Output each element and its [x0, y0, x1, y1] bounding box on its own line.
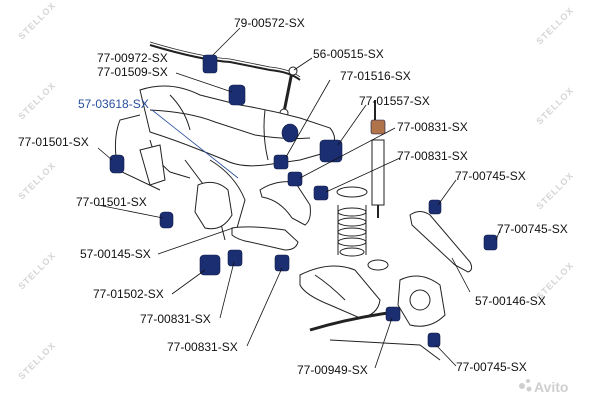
bushing-77-01501-low: [159, 211, 174, 229]
marketplace-mark: Avito: [519, 379, 568, 395]
bushing-77-00831-b: [313, 185, 329, 201]
bushing-77-00949: [385, 306, 401, 322]
part-label: 77-00831-SX: [397, 149, 468, 163]
part-label: 57-00145-SX: [80, 247, 151, 261]
part-label: 77-01502-SX: [93, 287, 164, 301]
watermark-right: STELLOX STELLOX STELLOX STELLOX: [534, 5, 575, 301]
bushing-77-00831-a: [287, 171, 303, 187]
stabilizer-bar: [149, 44, 301, 81]
bushing-77-01501-top: [109, 154, 125, 174]
bushing-77-01516: [273, 154, 289, 170]
trailing-arm: [409, 211, 473, 273]
watermark-text: STELLOX: [16, 340, 57, 381]
part-label: 77-01516-SX: [340, 69, 411, 83]
part-label: 56-00515-SX: [313, 47, 384, 61]
part-label: 77-00972-SX: [97, 51, 168, 65]
part-label: 77-00831-SX: [397, 120, 468, 134]
coil-spring: [336, 186, 368, 257]
lower-wishbone: [299, 265, 381, 319]
watermark-text: STELLOX: [16, 0, 57, 41]
part-label: 77-00949-SX: [297, 363, 368, 377]
watermark-text: STELLOX: [534, 170, 575, 211]
wheel-knuckle: [397, 275, 446, 327]
bushing-77-00745-c: [427, 332, 441, 348]
part-label: 77-00745-SX: [455, 169, 526, 183]
bump-stop: [370, 119, 386, 135]
watermark-text: STELLOX: [534, 5, 575, 46]
leader-lines: [97, 27, 501, 369]
watermark-text: STELLOX: [16, 160, 57, 201]
watermark-text: STELLOX: [534, 85, 575, 126]
part-label: 77-00831-SX: [140, 312, 211, 326]
part-label: 57-00146-SX: [475, 294, 546, 308]
bushing-77-01557: [319, 139, 343, 163]
watermark-left: STELLOX STELLOX STELLOX STELLOX STELLOX: [16, 0, 57, 381]
bushing-77-00831-d: [274, 254, 290, 272]
spring-seat: [367, 259, 389, 271]
bushing-77-00745-b: [483, 234, 498, 251]
bushings: [109, 54, 498, 348]
upper-control-arm: [259, 181, 311, 226]
watermark-text: STELLOX: [16, 80, 57, 121]
watermark-text: STELLOX: [16, 250, 57, 291]
part-label: 77-00831-SX: [167, 340, 238, 354]
stabilizer-bushing: [202, 54, 218, 74]
part-label: 77-00745-SX: [497, 222, 568, 236]
stabilizer-link: [282, 71, 294, 113]
bushing-77-01502: [199, 254, 221, 276]
part-labels: 79-00572-SX 77-00972-SX 77-01509-SX 56-0…: [18, 16, 568, 377]
subframe-bushing-top: [228, 84, 246, 106]
part-label-highlighted: 57-03618-SX: [78, 97, 149, 111]
subframe-bracket: [139, 144, 166, 186]
part-label: 77-01501-SX: [76, 195, 147, 209]
part-label: 79-00572-SX: [234, 16, 305, 30]
avito-watermark: Avito: [534, 379, 568, 395]
bushing-77-00831-c: [227, 249, 243, 267]
part-label: 77-01501-SX: [18, 135, 89, 149]
part-label: 77-00745-SX: [456, 360, 527, 374]
lower-control-arm: [231, 226, 299, 251]
bushing-77-00745-a: [428, 199, 442, 215]
stabilizer-link-bushing: [281, 123, 299, 143]
part-label: 77-01557-SX: [359, 94, 430, 108]
avito-logo-icon: [519, 383, 525, 389]
part-label: 77-01509-SX: [97, 65, 168, 79]
shock-absorber: [371, 139, 385, 206]
